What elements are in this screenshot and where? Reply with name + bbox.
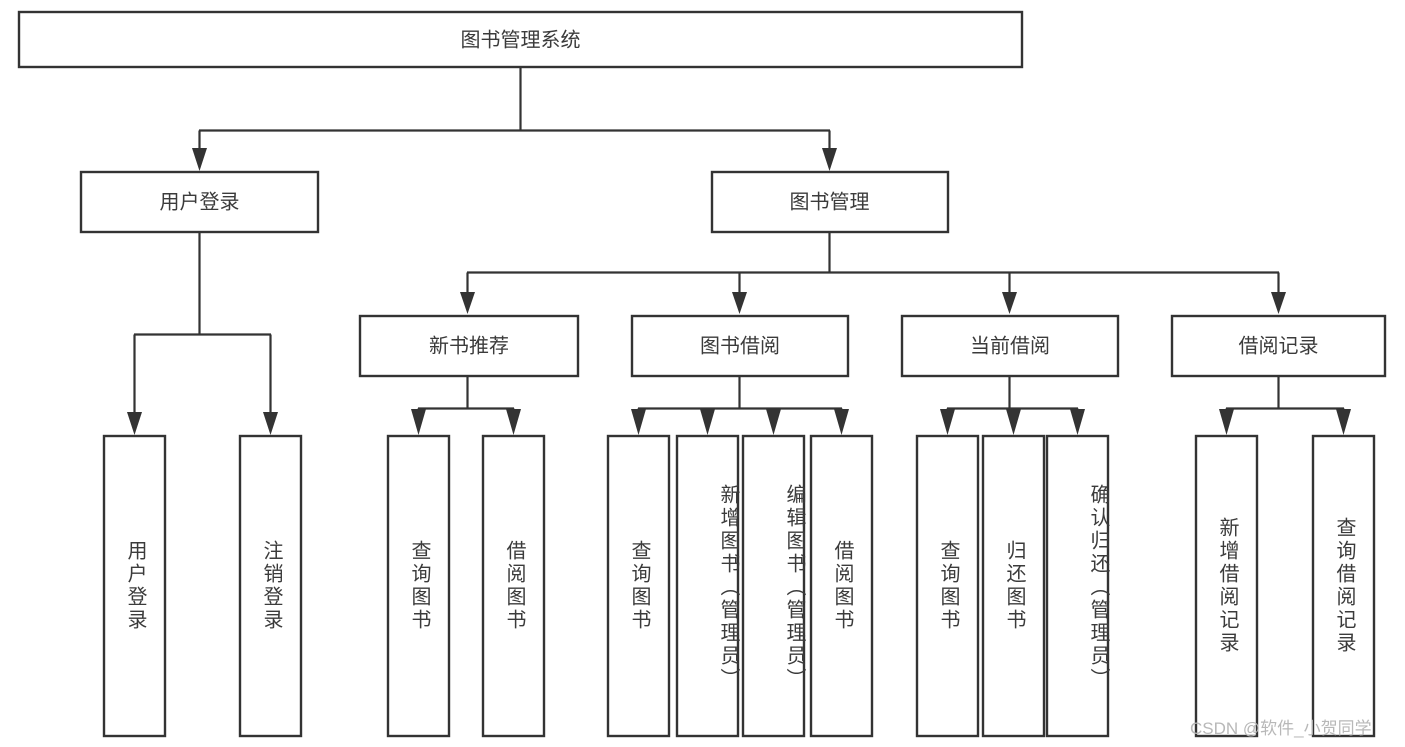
arrowhead-borrow-record [1271, 292, 1286, 314]
leaf-box-book-borrow-2[interactable] [741, 434, 806, 738]
leaf-box-new-book-rec-0[interactable] [386, 434, 451, 738]
leaf-box-user-login-1[interactable] [238, 434, 303, 738]
arrowhead-book-manage [822, 148, 837, 171]
leaf-box-current-borrow-2[interactable] [1045, 434, 1110, 738]
connector-layer [127, 67, 1351, 435]
leaf-box-new-book-rec-1[interactable] [481, 434, 546, 738]
node-book-manage-label: 图书管理 [790, 190, 870, 213]
node-new-book-rec[interactable] [358, 314, 580, 378]
node-book-borrow-label: 图书借阅 [700, 334, 780, 357]
leaf-box-book-borrow-1[interactable] [675, 434, 740, 738]
node-new-book-rec-label: 新书推荐 [429, 334, 509, 357]
node-current-borrow-label: 当前借阅 [970, 334, 1050, 357]
node-borrow-record[interactable] [1170, 314, 1387, 378]
arrowhead-leaf-user-login-0 [127, 412, 142, 435]
arrowhead-leaf-br-1 [1336, 409, 1351, 435]
leaf-box-user-login-0[interactable] [102, 434, 167, 738]
node-user-login-label: 用户登录 [160, 190, 240, 213]
arrowhead-leaf-nbr-1 [506, 409, 521, 435]
leaf-box-borrow-record-0[interactable] [1194, 434, 1259, 738]
arrowhead-book-borrow [732, 292, 747, 314]
leaf-box-book-borrow-0[interactable] [606, 434, 671, 738]
node-book-manage[interactable] [710, 170, 950, 234]
leaf-box-current-borrow-1[interactable] [981, 434, 1046, 738]
arrowhead-leaf-cb-2 [1070, 409, 1085, 435]
arrowhead-user-login [192, 148, 207, 171]
leaf-box-current-borrow-0[interactable] [915, 434, 980, 738]
node-borrow-record-label: 借阅记录 [1239, 334, 1319, 357]
arrowhead-leaf-cb-1 [1006, 409, 1021, 435]
node-layer: 图书管理系统 用户登录 图书管理 新书推荐 图书借阅 当前借阅 借阅记录 [17, 10, 1387, 738]
arrowhead-leaf-user-login-1 [263, 412, 278, 435]
arrowhead-current-borrow [1002, 292, 1017, 314]
watermark-text: CSDN @软件_小贺同学 [1190, 719, 1372, 738]
arrowhead-new-book-rec [460, 292, 475, 314]
arrowhead-leaf-bb-2 [766, 409, 781, 435]
arrowhead-leaf-br-0 [1219, 409, 1234, 435]
node-root-label: 图书管理系统 [461, 28, 581, 51]
arrowhead-leaf-bb-0 [631, 409, 646, 435]
node-user-login[interactable] [79, 170, 320, 234]
node-current-borrow[interactable] [900, 314, 1120, 378]
node-root[interactable] [17, 10, 1024, 69]
node-book-borrow[interactable] [630, 314, 850, 378]
leaf-box-borrow-record-1[interactable] [1311, 434, 1376, 738]
arrowhead-leaf-bb-1 [700, 409, 715, 435]
arrowhead-leaf-cb-0 [940, 409, 955, 435]
leaf-box-book-borrow-3[interactable] [809, 434, 874, 738]
arrowhead-leaf-bb-3 [834, 409, 849, 435]
arrowhead-leaf-nbr-0 [411, 409, 426, 435]
